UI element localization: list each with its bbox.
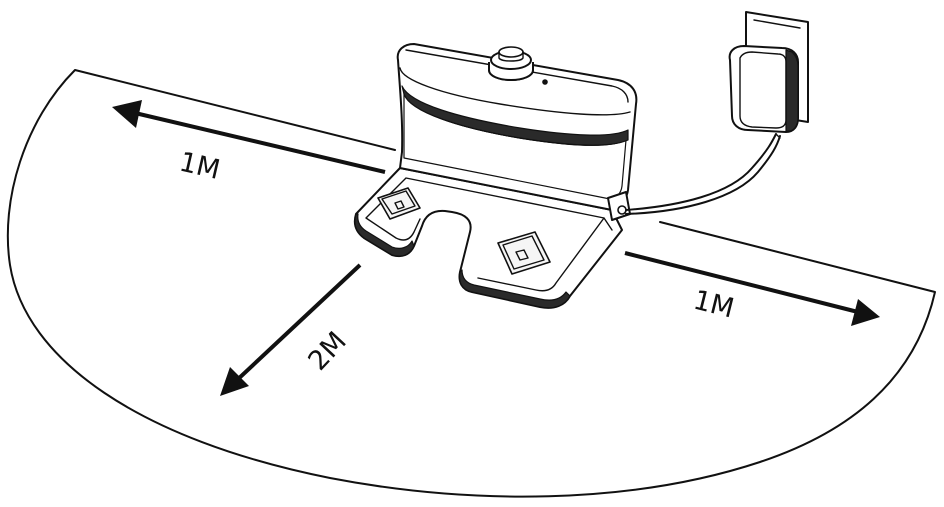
power-cord [625, 133, 781, 215]
clearance-zone-outline [6, 69, 936, 498]
left-distance-label: 1M [176, 147, 222, 186]
front-distance-label: 2M [302, 326, 352, 377]
power-adapter [728, 45, 799, 139]
left-distance-arrow [112, 100, 386, 174]
right-charging-contact [497, 231, 551, 275]
dock-power-port [607, 191, 631, 221]
right-distance-arrow [624, 251, 880, 326]
dock-top-knob [488, 46, 534, 81]
dock-indicator-light [542, 79, 548, 85]
right-distance-label: 1M [690, 285, 737, 325]
front-distance-arrow [220, 263, 362, 396]
left-charging-contact [377, 187, 421, 220]
charging-dock [353, 43, 638, 309]
